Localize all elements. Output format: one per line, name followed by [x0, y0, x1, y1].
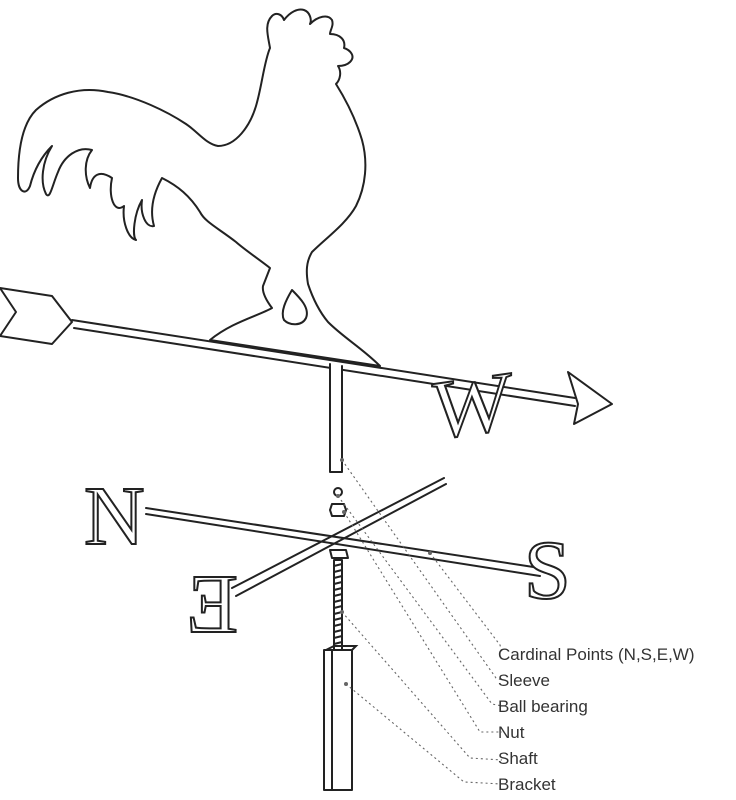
callout-shaft: Shaft [498, 749, 538, 768]
bracket [323, 649, 353, 791]
bracket-inner-edge [325, 645, 359, 791]
compass-letter-south: S [524, 524, 571, 617]
leader-bracket [345, 683, 503, 785]
leader-shaft [341, 611, 503, 761]
callout-ball-bearing: Ball bearing [498, 697, 588, 716]
callout-cardinal-points: Cardinal Points (N,S,E,W) [498, 645, 695, 664]
compass-hub [329, 549, 349, 559]
leader-nut [343, 511, 502, 733]
nut [329, 503, 347, 517]
sleeve [329, 363, 343, 473]
rooster-wattle [281, 289, 308, 326]
leader-cardinal [429, 552, 503, 653]
arrow-shaft [71, 319, 576, 407]
compass-letter-north: N [84, 470, 145, 563]
rooster-figure [17, 8, 381, 367]
compass-letter-east: E [187, 558, 238, 651]
compass-arm-east-west [231, 477, 447, 597]
arrow-tail [0, 287, 73, 345]
callout-nut: Nut [498, 723, 525, 742]
shaft-threads [333, 563, 343, 645]
compass-letter-west: W [432, 354, 512, 458]
callout-sleeve: Sleeve [498, 671, 550, 690]
leader-sleeve [341, 459, 503, 681]
arrow-head [567, 371, 613, 425]
callout-bracket: Bracket [498, 775, 556, 794]
leader-ball [337, 495, 503, 707]
